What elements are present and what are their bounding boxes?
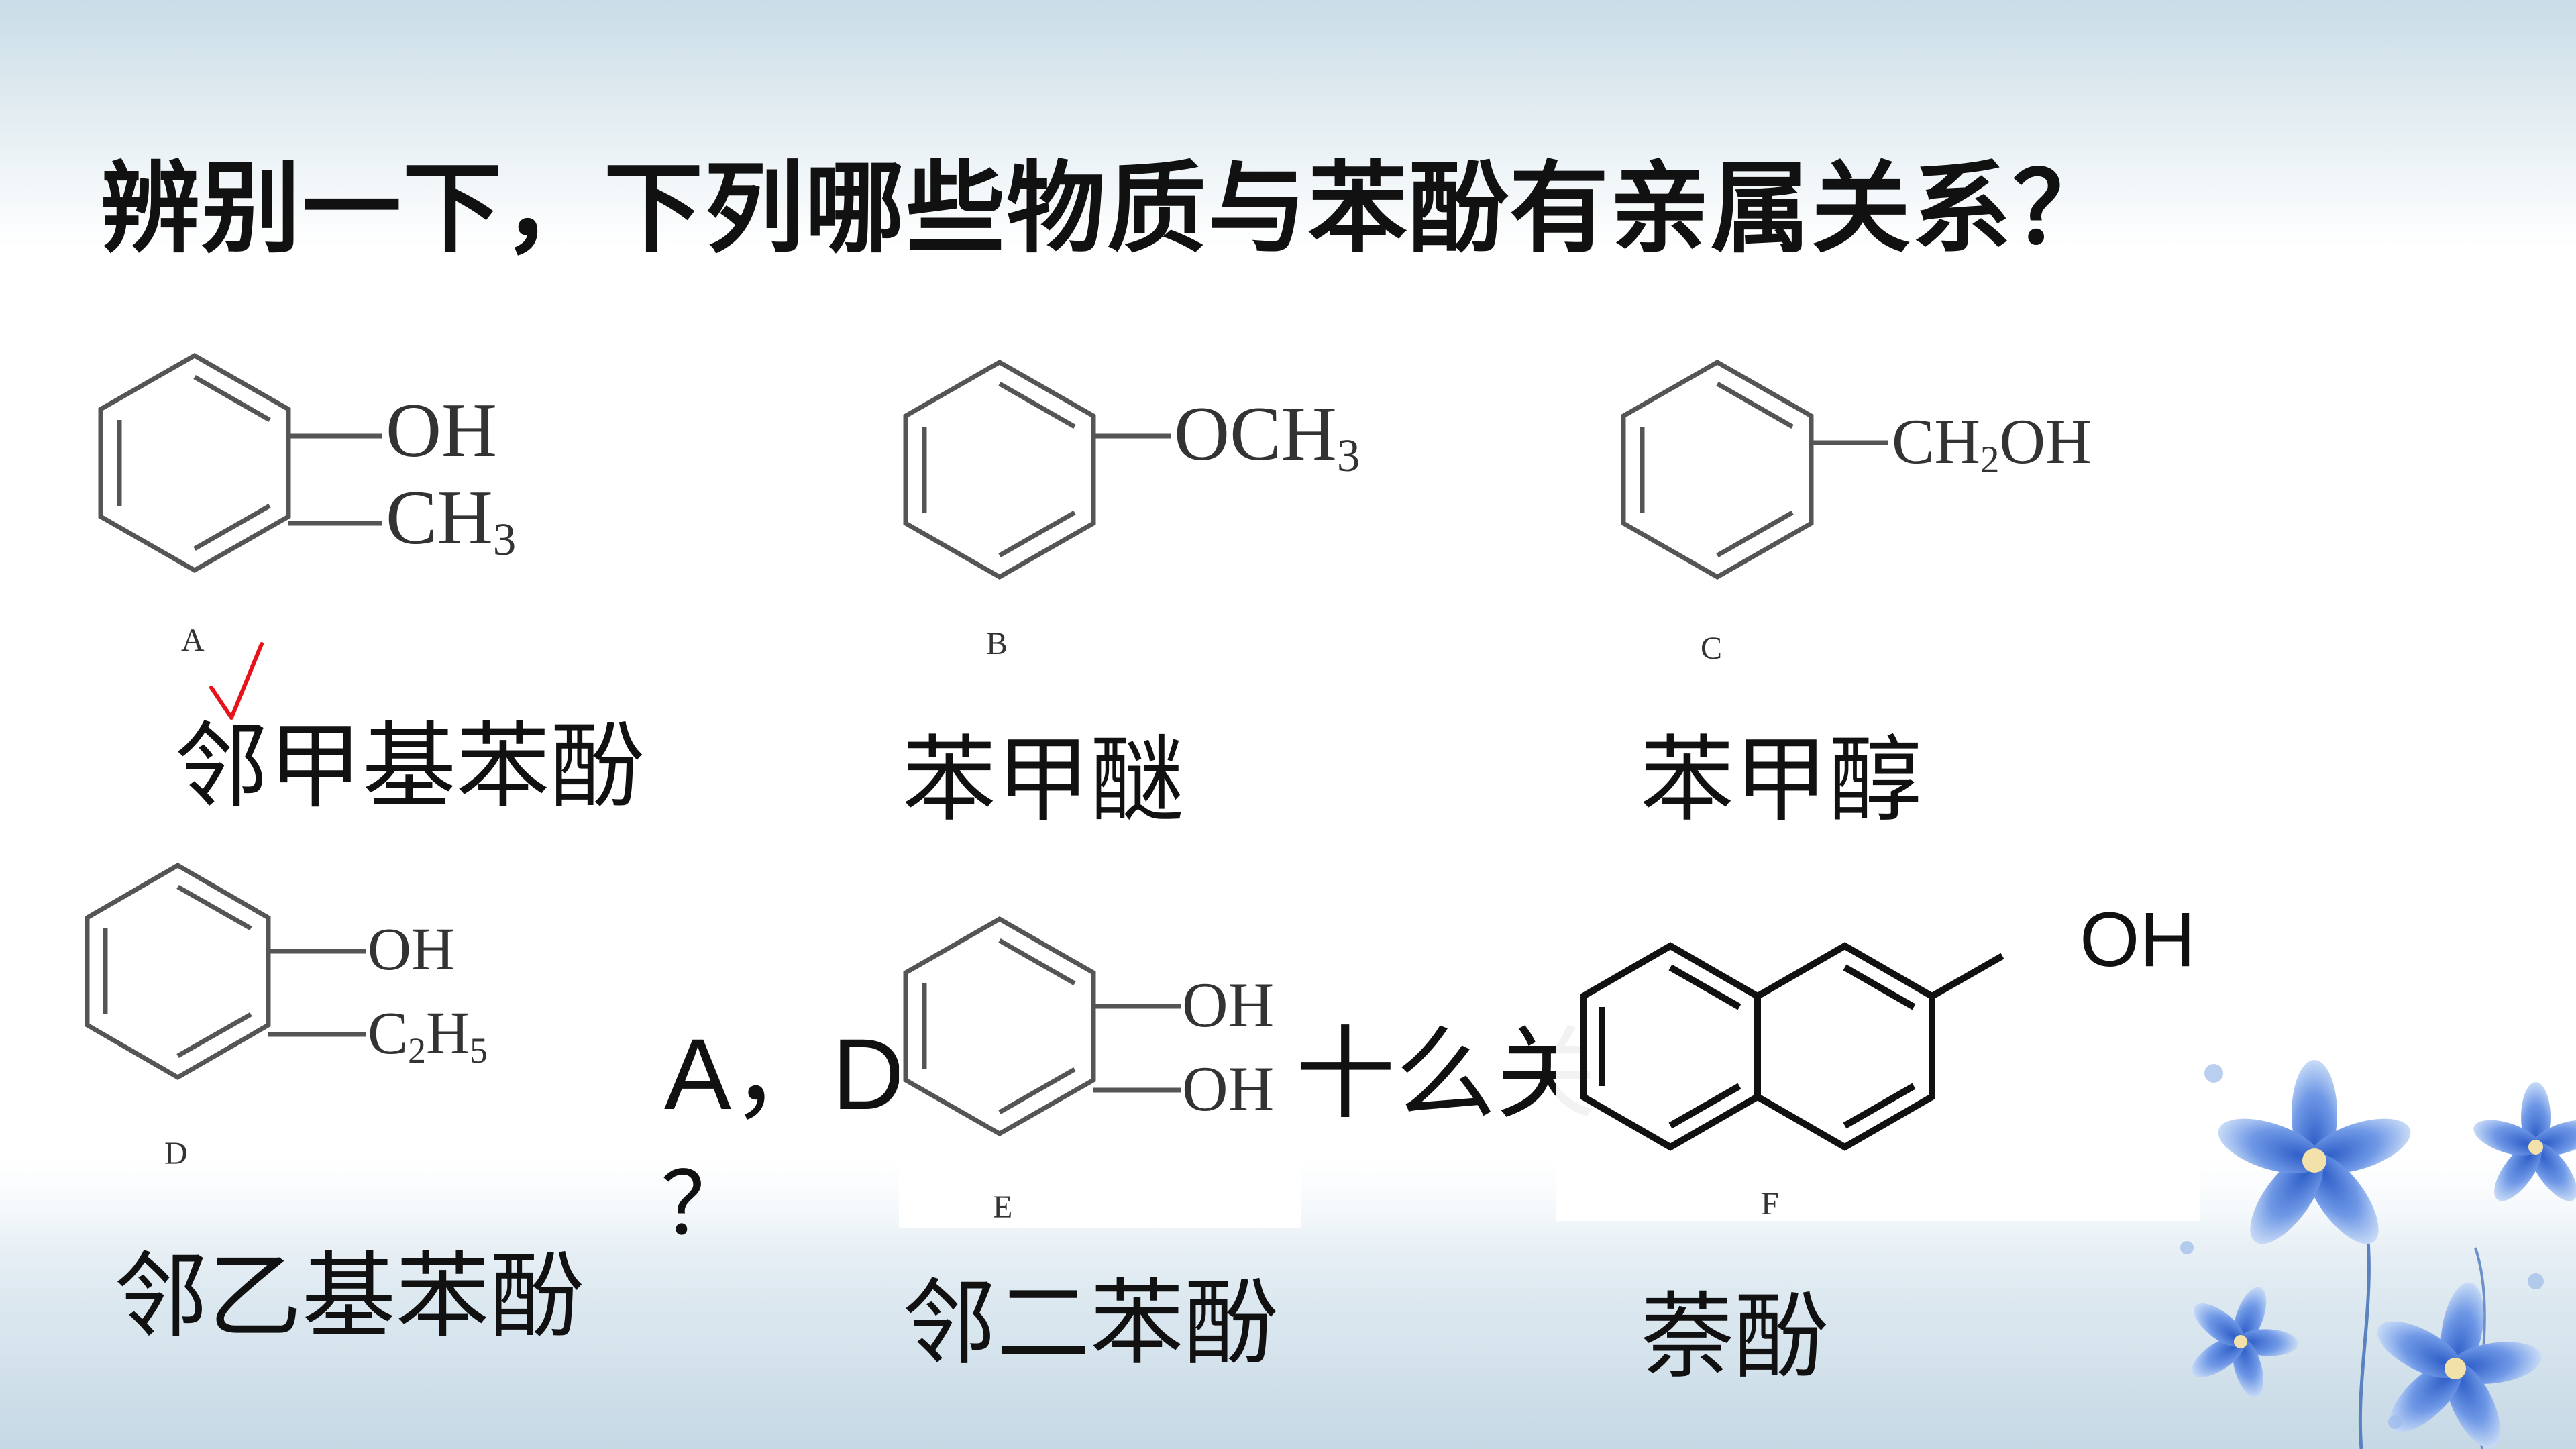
label-d: D <box>164 1136 188 1171</box>
structure-d: OH C2H5 D <box>80 859 550 1181</box>
structure-a: OH CH3 A <box>94 342 577 678</box>
structure-f: OH F <box>1556 897 2200 1222</box>
group-oh: OH <box>2080 897 2196 983</box>
label-b: B <box>986 626 1008 661</box>
group-c2h5: C2H5 <box>368 1000 488 1071</box>
flower-decoration-icon <box>2180 1060 2576 1449</box>
background-band <box>0 1208 2576 1449</box>
group-oh: OH <box>386 388 497 473</box>
structure-b: OCH3 B <box>899 349 1436 671</box>
question-text: A，D <box>664 1018 905 1130</box>
group-ch3: CH3 <box>386 475 516 565</box>
label-f: F <box>1761 1186 1779 1222</box>
group-oh-1: OH <box>1182 969 1274 1040</box>
label-a: A <box>181 623 205 658</box>
name-d: 邻乙基苯酚 <box>114 1242 584 1352</box>
name-f: 萘酚 <box>1640 1283 1829 1392</box>
group-oh-2: OH <box>1182 1053 1274 1124</box>
label-c: C <box>1701 631 1722 666</box>
name-a: 邻甲基苯酚 <box>174 712 645 822</box>
group-ch2oh: CH2OH <box>1892 406 2092 481</box>
name-e: 邻二苯酚 <box>902 1269 1279 1379</box>
structure-c: CH2OH C <box>1617 349 2127 678</box>
question-mark: ？ <box>661 1153 749 1255</box>
group-och3: OCH3 <box>1174 391 1360 481</box>
group-oh: OH <box>368 916 455 983</box>
structure-e: OH OH E <box>899 912 1301 1228</box>
label-e: E <box>993 1189 1012 1225</box>
check-mark-icon <box>209 642 264 720</box>
slide-title: 辨别一下，下列哪些物质与苯酚有亲属关系？ <box>101 151 2113 266</box>
name-b: 苯甲醚 <box>902 726 1185 835</box>
name-c: 苯甲醇 <box>1640 726 1923 835</box>
question-tail: 十么关 <box>1295 1016 1597 1133</box>
